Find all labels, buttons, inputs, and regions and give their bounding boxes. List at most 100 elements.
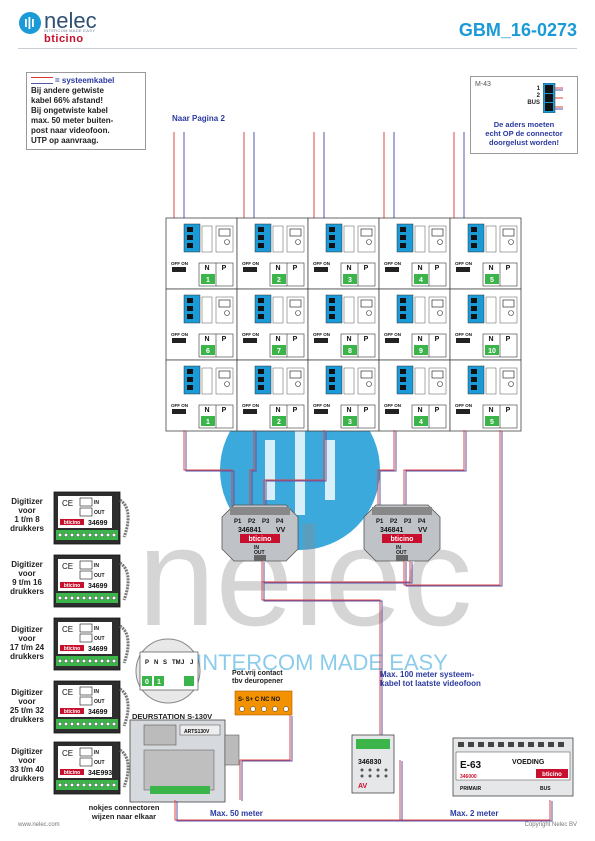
connector-pin <box>471 377 477 382</box>
address-value: 3 <box>348 419 352 426</box>
terminal-strip <box>56 593 118 603</box>
digitizer-code: 34699 <box>88 520 108 527</box>
off-on-label: OFF ON <box>242 403 259 408</box>
346830-to-power-blue <box>401 761 553 822</box>
address-value: 3 <box>348 277 352 284</box>
n-label: N <box>346 265 351 272</box>
off-on-switch <box>172 338 186 343</box>
max-2-label: Max. 2 meter <box>450 809 499 818</box>
connector-pin <box>329 369 335 374</box>
door-station: ARTS130V <box>129 719 240 803</box>
screen-icon <box>502 228 515 237</box>
zoom-pin-label: J <box>190 660 193 666</box>
zoom-pin-label: J <box>181 660 184 666</box>
in-port-icon <box>79 686 93 696</box>
terminal-block-icon <box>543 83 563 113</box>
digitizer-label-line: 17 t/m 24 <box>9 643 45 652</box>
terminal-screw <box>93 596 98 601</box>
port-terminals <box>230 507 290 515</box>
screen-icon <box>502 299 515 308</box>
led-dot <box>368 768 372 772</box>
button-icon <box>224 381 230 387</box>
screen-icon <box>360 370 373 379</box>
connector-pin <box>400 235 406 240</box>
electronics-board <box>143 749 215 791</box>
vent-slot <box>518 742 524 747</box>
address-value-box <box>272 416 286 426</box>
digitizer-code: 34699 <box>88 583 108 590</box>
off-on-label: OFF ON <box>313 261 330 266</box>
connector-pin <box>471 385 477 390</box>
off-on-label: OFF ON <box>313 403 330 408</box>
footer-copyright: Copyright Nelec BV <box>524 822 577 828</box>
p-label: P <box>222 265 227 272</box>
address-value: 7 <box>277 348 281 355</box>
p-label: P <box>435 407 440 414</box>
p-label: P <box>435 265 440 272</box>
bus-label: BUS <box>540 786 551 792</box>
vent-slot <box>508 742 514 747</box>
code-plate <box>179 724 221 736</box>
terminal-screw <box>75 659 80 664</box>
grid-to-if2-a-blue <box>379 431 397 509</box>
system-cable-legend-icon <box>31 77 53 85</box>
off-on-switch <box>243 338 257 343</box>
terminal-screw <box>63 596 68 601</box>
connector-pin <box>258 243 264 248</box>
flat-cable <box>119 687 130 727</box>
terminal-screw <box>63 533 68 538</box>
vent-slot <box>488 742 494 747</box>
address-value-box <box>485 416 499 426</box>
cable-note-line: UTP op aanvraag. <box>31 136 99 145</box>
screen-icon <box>431 299 444 308</box>
out-label: OUT <box>396 550 407 556</box>
digitizer-label-line: voor <box>18 756 36 765</box>
flat-cable <box>119 561 130 601</box>
address-value-box <box>485 274 499 284</box>
button-icon <box>295 310 301 316</box>
connector-pin <box>329 385 335 390</box>
button-icon <box>366 381 372 387</box>
grid-to-if1-c-red <box>263 430 325 508</box>
nelec-logo-icon <box>19 12 41 34</box>
grid-to-if1-b-blue <box>251 431 257 509</box>
power-code: 346000 <box>460 774 477 780</box>
connector-pin <box>258 385 264 390</box>
screen-icon <box>289 228 302 237</box>
bus-if1-if2-blue <box>263 562 413 584</box>
address-value-box <box>485 345 499 355</box>
terminal-screw <box>87 783 92 788</box>
connector-pin <box>329 298 335 303</box>
digitizer-label-line: voor <box>18 569 36 578</box>
terminal-screw <box>99 722 104 727</box>
connector-pin <box>187 235 193 240</box>
button-icon <box>366 239 372 245</box>
ce-mark-icon: CE <box>62 749 73 758</box>
button-icon <box>437 239 443 245</box>
digitizer-label-3: Digitizer voor 17 t/m 24 drukkers <box>2 625 52 661</box>
brand-label: bticino <box>64 646 80 652</box>
dip-switch-icon <box>414 296 426 324</box>
connector-pin <box>400 298 406 303</box>
zoom-value-box <box>154 676 164 686</box>
zoom-pin-label: N <box>154 660 158 666</box>
digitizer-label-line: Digitizer <box>11 625 43 634</box>
n-label: N <box>417 407 422 414</box>
led-dot <box>376 774 380 778</box>
connector-pin <box>471 369 477 374</box>
in-port-icon <box>79 560 93 570</box>
n-label: N <box>346 407 351 414</box>
terminal-screw <box>111 659 116 664</box>
out-port-icon <box>79 507 93 517</box>
out-port-icon <box>79 570 93 580</box>
button-icon <box>295 381 301 387</box>
p-label: P <box>506 336 511 343</box>
terminal-strip <box>56 780 118 790</box>
in-port-icon <box>79 747 93 757</box>
digitizer-code: 34699 <box>88 709 108 716</box>
connector-pin <box>187 306 193 311</box>
p-label: P <box>293 336 298 343</box>
n-label: N <box>275 407 280 414</box>
max-50-label: Max. 50 meter <box>210 809 263 818</box>
